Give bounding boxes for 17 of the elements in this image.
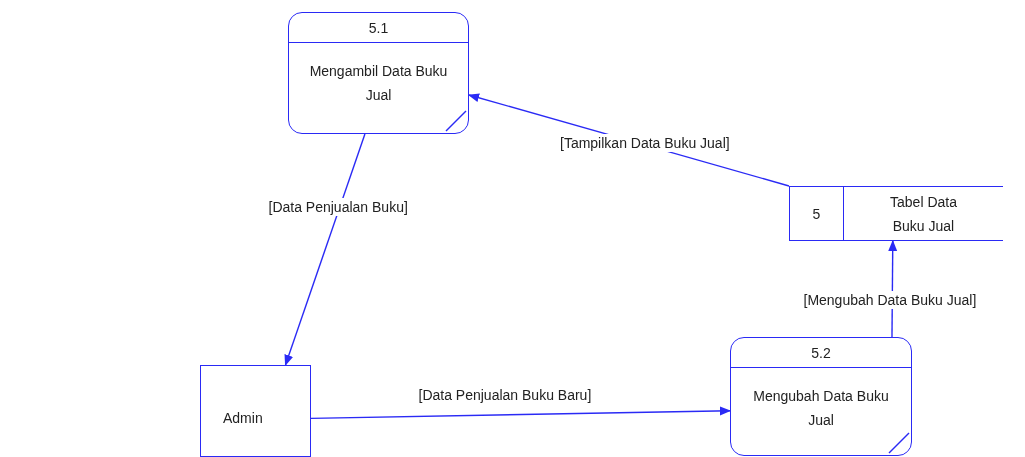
- arrow: [310, 406, 732, 420]
- process-box: [288, 12, 469, 134]
- edge-label: [Mengubah Data Buku Jual]: [801, 291, 979, 309]
- data-store: [789, 186, 1003, 241]
- process-number: 5.1: [368, 19, 389, 36]
- edge-label: [Tampilkan Data Buku Jual]: [558, 134, 732, 152]
- entity-name: Admin: [223, 410, 263, 426]
- edge-label: [Data Penjualan Buku Baru]: [416, 386, 594, 404]
- arrow: [284, 133, 366, 367]
- process-name: Mengubah Data Buku Jual: [752, 387, 890, 430]
- store-name: Tabel Data Buku Jual: [889, 192, 958, 236]
- process-name: Mengambil Data Buku Jual: [309, 62, 448, 105]
- store-number: 5: [812, 205, 821, 222]
- external-entity: [200, 365, 311, 457]
- process-box: [730, 337, 912, 456]
- process-number: 5.2: [811, 344, 831, 361]
- edge-label: [Data Penjualan Buku]: [266, 198, 410, 216]
